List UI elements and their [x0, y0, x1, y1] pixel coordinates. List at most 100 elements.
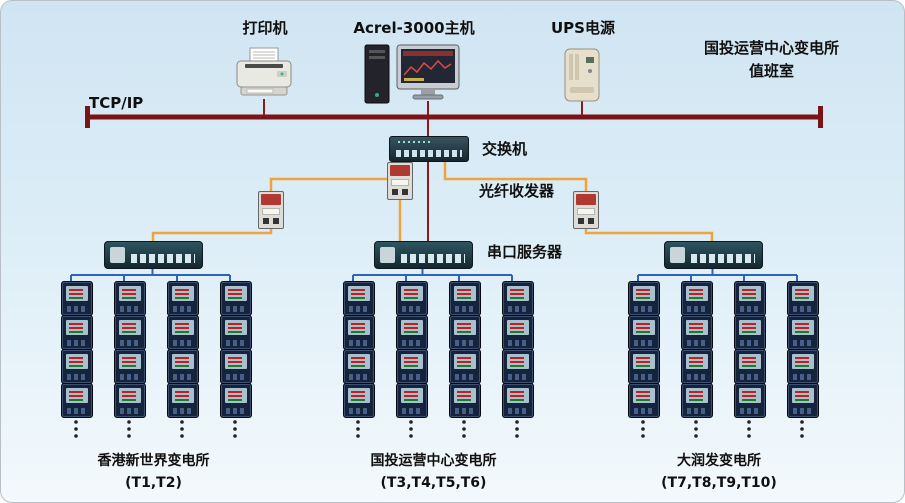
- more-meters-ellipsis-dot: [74, 434, 78, 438]
- meter-screen: [454, 286, 476, 301]
- power-meter: [502, 315, 534, 350]
- meter-screen: [119, 388, 141, 403]
- meter-buttons: [120, 374, 140, 380]
- meter-buttons: [349, 306, 369, 312]
- meter-screen: [119, 320, 141, 335]
- power-meter: [114, 349, 146, 384]
- meter-screen: [225, 388, 247, 403]
- power-meter: [114, 315, 146, 350]
- power-meter: [734, 349, 766, 384]
- meter-buttons: [508, 340, 528, 346]
- power-meter: [61, 349, 93, 384]
- power-meter: [502, 383, 534, 418]
- more-meters-ellipsis-dot: [233, 420, 237, 424]
- meter-screen: [119, 286, 141, 301]
- power-meter: [787, 315, 819, 350]
- more-meters-ellipsis-dot: [356, 420, 360, 424]
- power-meter: [114, 281, 146, 316]
- meter-screen: [172, 388, 194, 403]
- power-meter: [343, 315, 375, 350]
- power-meter: [220, 315, 252, 350]
- meter-buttons: [455, 374, 475, 380]
- power-meter: [396, 315, 428, 350]
- more-meters-ellipsis-dot: [800, 420, 804, 424]
- meter-buttons: [120, 408, 140, 414]
- power-meter: [449, 281, 481, 316]
- meter-buttons: [120, 340, 140, 346]
- power-meter: [449, 315, 481, 350]
- fiber-transceiver-left: [258, 191, 284, 229]
- meter-buttons: [226, 374, 246, 380]
- meter-screen: [633, 354, 655, 369]
- meter-screen: [686, 354, 708, 369]
- serial-server-middle: [374, 241, 473, 269]
- power-meter: [220, 349, 252, 384]
- meter-buttons: [508, 408, 528, 414]
- more-meters-ellipsis-dot: [747, 420, 751, 424]
- meter-screen: [633, 388, 655, 403]
- ethernet-switch-device: [389, 136, 469, 162]
- more-meters-ellipsis-dot: [127, 427, 131, 431]
- printer-icon: [236, 47, 292, 96]
- power-meter: [628, 383, 660, 418]
- meter-buttons: [508, 374, 528, 380]
- power-meter: [220, 383, 252, 418]
- power-meter: [167, 383, 199, 418]
- meter-buttons: [67, 374, 87, 380]
- meter-buttons: [634, 408, 654, 414]
- power-meter: [734, 281, 766, 316]
- meter-screen: [739, 388, 761, 403]
- ups-device: [562, 47, 602, 107]
- more-meters-ellipsis-dot: [515, 427, 519, 431]
- meter-screen: [686, 320, 708, 335]
- room-label-line1: 国投运营中心变电所: [703, 39, 839, 57]
- meter-screen: [507, 388, 529, 403]
- power-meter: [628, 315, 660, 350]
- fiber-link-right-up: [443, 159, 588, 191]
- meter-buttons: [740, 374, 760, 380]
- meter-buttons: [634, 306, 654, 312]
- power-meter: [220, 281, 252, 316]
- more-meters-ellipsis-dot: [180, 434, 184, 438]
- power-meter: [396, 281, 428, 316]
- meter-screen: [507, 286, 529, 301]
- more-meters-ellipsis-dot: [641, 434, 645, 438]
- meter-buttons: [687, 408, 707, 414]
- substation-name: 大润发变电所: [677, 453, 761, 469]
- meter-screen: [739, 354, 761, 369]
- transformer-units: (T1,T2): [125, 474, 182, 491]
- meter-screen: [739, 320, 761, 335]
- acrel-host-device: [363, 43, 463, 109]
- meter-buttons: [455, 306, 475, 312]
- transformer-units: (T7,T8,T9,T10): [661, 474, 777, 491]
- power-meter: [628, 281, 660, 316]
- more-meters-ellipsis-dot: [462, 420, 466, 424]
- meter-buttons: [402, 374, 422, 380]
- meter-screen: [225, 320, 247, 335]
- meter-buttons: [793, 340, 813, 346]
- fiber-link-left-down: [151, 229, 273, 241]
- power-meter: [628, 349, 660, 384]
- more-meters-ellipsis-dot: [747, 427, 751, 431]
- serial-server-left: [104, 241, 203, 269]
- transceiver-label-strip: [577, 208, 595, 215]
- more-meters-ellipsis-dot: [409, 420, 413, 424]
- meter-screen: [225, 354, 247, 369]
- meter-buttons: [740, 306, 760, 312]
- meter-buttons: [226, 408, 246, 414]
- tcpip-label: TCP/IP: [89, 94, 144, 112]
- meter-buttons: [740, 340, 760, 346]
- power-meter: [681, 315, 713, 350]
- more-meters-ellipsis-dot: [233, 434, 237, 438]
- power-meter: [787, 281, 819, 316]
- meter-buttons: [67, 408, 87, 414]
- more-meters-ellipsis-dot: [127, 420, 131, 424]
- meter-screen: [792, 286, 814, 301]
- power-meter: [61, 315, 93, 350]
- substation-name: 国投运营中心变电所: [370, 453, 497, 469]
- meter-buttons: [173, 408, 193, 414]
- meter-screen: [454, 388, 476, 403]
- more-meters-ellipsis-dot: [127, 434, 131, 438]
- power-meter: [61, 383, 93, 418]
- fiber-label: 光纤收发器: [479, 182, 555, 200]
